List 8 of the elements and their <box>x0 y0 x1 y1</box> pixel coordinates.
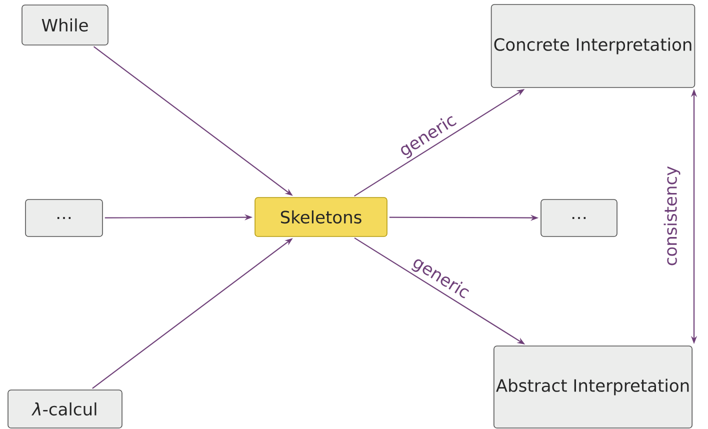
process-box: … <box>540 199 618 237</box>
process-box: λ-calcul <box>8 390 122 428</box>
process-box: While <box>22 4 108 46</box>
edge-label: consistency <box>662 164 682 268</box>
highlighted-box: Skeletons <box>254 197 388 237</box>
process-box: Concrete Interpretation <box>490 4 696 88</box>
process-box: … <box>25 199 103 237</box>
process-box: Abstract Interpretation <box>494 346 692 428</box>
